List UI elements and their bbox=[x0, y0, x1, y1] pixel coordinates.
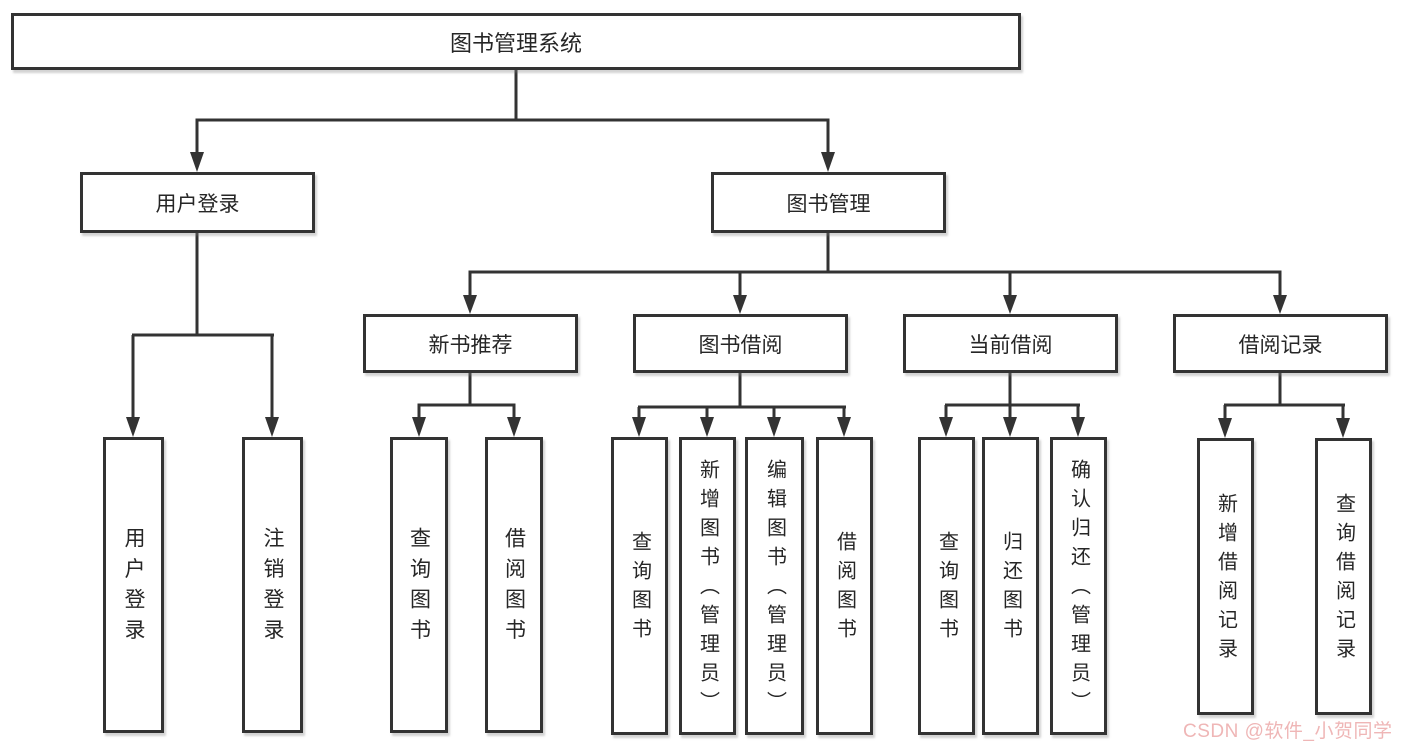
leaf-query-books: 查询图书 bbox=[611, 437, 668, 735]
leaf-query-books: 查询图书 bbox=[390, 437, 448, 733]
node-current-borrow: 当前借阅 bbox=[903, 314, 1118, 373]
leaf-add-borrow-record: 新增借阅记录 bbox=[1197, 438, 1254, 715]
leaf-query-borrow-record: 查询借阅记录 bbox=[1315, 438, 1372, 715]
node-new-book-recommend: 新书推荐 bbox=[363, 314, 578, 373]
leaf-borrow-books: 借阅图书 bbox=[485, 437, 543, 733]
leaf-logout: 注销登录 bbox=[242, 437, 303, 733]
leaf-return-books: 归还图书 bbox=[982, 437, 1039, 735]
leaf-borrow-books: 借阅图书 bbox=[816, 437, 873, 735]
leaf-user-login: 用户登录 bbox=[103, 437, 164, 733]
csdn-watermark: CSDN @软件_小贺同学 bbox=[1183, 721, 1393, 742]
node-book-borrow: 图书借阅 bbox=[633, 314, 848, 373]
node-borrow-records: 借阅记录 bbox=[1173, 314, 1388, 373]
node-book-management: 图书管理 bbox=[711, 172, 946, 233]
node-library-system: 图书管理系统 bbox=[11, 13, 1021, 70]
node-user-login: 用户登录 bbox=[80, 172, 315, 233]
arrowheads bbox=[126, 152, 1350, 438]
leaf-confirm-return-admin: 确认归还（管理员） bbox=[1050, 437, 1107, 735]
leaf-query-books: 查询图书 bbox=[918, 437, 975, 735]
leaf-add-books-admin: 新增图书（管理员） bbox=[679, 437, 736, 735]
leaf-edit-books-admin: 编辑图书（管理员） bbox=[745, 437, 804, 735]
